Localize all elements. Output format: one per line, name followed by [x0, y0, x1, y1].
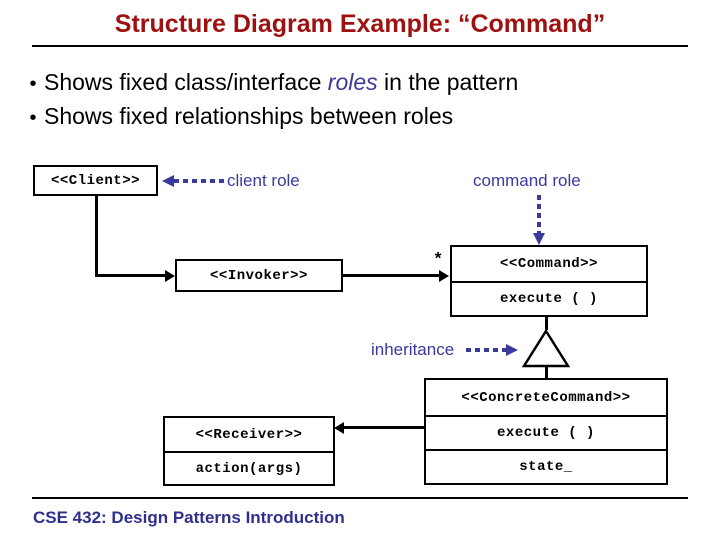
bullet-text-post: in the pattern	[377, 69, 519, 95]
bullet-marker: •	[29, 107, 37, 129]
bullet-text: Shows fixed relationships between roles	[44, 100, 453, 132]
annotation-client-role: client role	[227, 171, 300, 190]
inheritance-pointer-icon	[466, 344, 518, 356]
uml-class-name: <<ConcreteCommand>>	[461, 389, 631, 406]
uml-class-concrete-command: <<ConcreteCommand>> execute ( ) state_	[424, 378, 668, 485]
bullet-text-pre: Shows fixed relationships between roles	[44, 103, 454, 129]
bullet-marker: •	[29, 73, 37, 95]
connector-concrete-receiver	[344, 426, 426, 429]
uml-attribute-state: state_	[426, 449, 666, 483]
bullet-text-emphasis: roles	[327, 69, 378, 95]
uml-operation-action: action(args)	[165, 451, 333, 484]
client-role-pointer-icon	[162, 175, 224, 187]
arrowhead-to-command	[439, 270, 449, 282]
footer-label: CSE 432: Design Patterns Introduction	[33, 508, 345, 527]
uml-class-receiver: <<Receiver>> action(args)	[163, 416, 335, 486]
inheritance-line-upper	[545, 317, 548, 330]
uml-operation-execute: execute ( )	[426, 415, 666, 449]
uml-class-name: <<Receiver>>	[195, 426, 303, 443]
bullet-list: • Shows fixed class/interface roles in t…	[22, 66, 702, 134]
uml-class-invoker: <<Invoker>>	[175, 259, 343, 292]
multiplicity-label: *	[433, 251, 444, 270]
footer-divider	[32, 497, 688, 499]
inheritance-line-lower	[545, 366, 548, 379]
uml-class-name: <<Client>>	[50, 172, 140, 189]
connector-invoker-command	[343, 274, 441, 277]
list-item: • Shows fixed relationships between role…	[22, 100, 702, 134]
title-divider	[32, 45, 688, 47]
command-role-pointer-icon	[533, 195, 545, 245]
uml-class-client: <<Client>>	[33, 165, 158, 196]
connector-client-invoker-vertical	[95, 196, 98, 277]
inheritance-triangle-icon	[522, 329, 570, 368]
uml-class-name: <<Command>>	[500, 256, 598, 272]
uml-operation-execute: execute ( )	[452, 281, 646, 315]
uml-class-command: <<Command>> execute ( )	[450, 245, 648, 317]
bullet-text: Shows fixed class/interface roles in the…	[44, 66, 518, 98]
page-title: Structure Diagram Example: “Command”	[114, 10, 606, 38]
arrowhead-to-invoker	[165, 270, 175, 282]
list-item: • Shows fixed class/interface roles in t…	[22, 66, 702, 100]
annotation-inheritance: inheritance	[371, 340, 455, 359]
annotation-command-role: command role	[473, 171, 581, 190]
connector-client-invoker-horizontal	[95, 274, 168, 277]
bullet-text-pre: Shows fixed class/interface	[44, 69, 328, 95]
arrowhead-to-receiver	[334, 422, 344, 434]
uml-class-name: <<Invoker>>	[210, 267, 308, 284]
